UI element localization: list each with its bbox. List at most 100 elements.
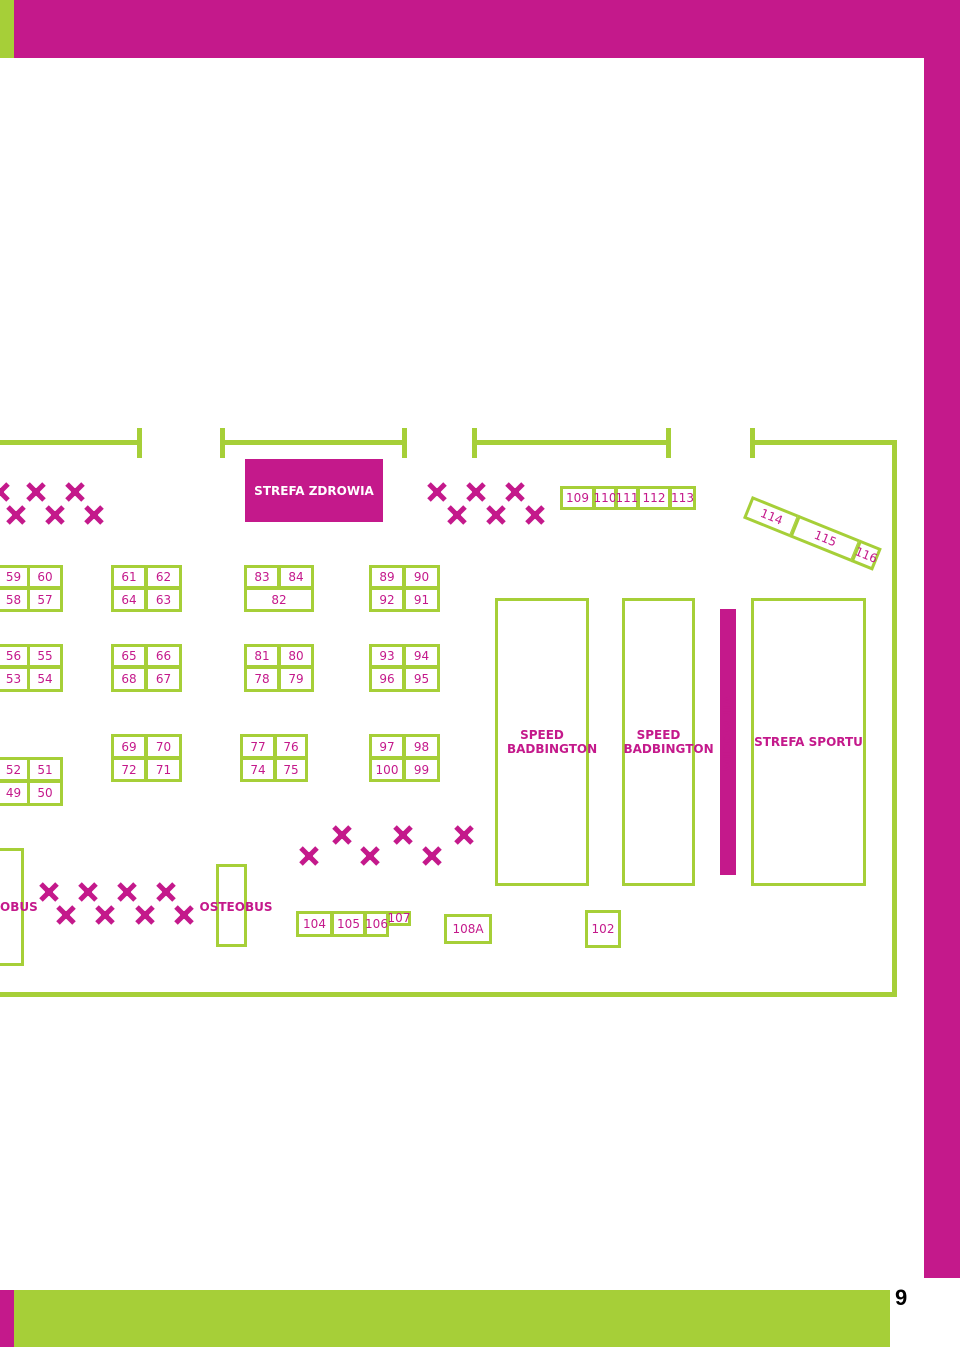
wall-top-1 xyxy=(0,440,140,445)
top-left-accent xyxy=(0,0,14,58)
table-cross-icon xyxy=(117,882,137,902)
booth-93[interactable]: 93 xyxy=(369,644,405,668)
booth-100[interactable]: 100 xyxy=(369,757,405,782)
bus-left-box[interactable] xyxy=(0,848,24,966)
booth-112[interactable]: 112 xyxy=(637,486,671,510)
table-cross-center xyxy=(162,888,170,896)
table-cross-center xyxy=(71,488,79,496)
booth-94[interactable]: 94 xyxy=(403,644,440,668)
table-cross-icon xyxy=(56,905,76,925)
booth-50[interactable]: 50 xyxy=(27,780,63,806)
page-number: 9 xyxy=(895,1285,908,1310)
table-cross-icon xyxy=(45,505,65,525)
table-cross-icon xyxy=(447,505,467,525)
table-cross-icon xyxy=(78,882,98,902)
table-cross-icon xyxy=(486,505,506,525)
wall-right xyxy=(892,440,897,997)
booth-91[interactable]: 91 xyxy=(403,587,440,612)
table-cross-icon xyxy=(26,482,46,502)
table-cross-icon xyxy=(422,846,442,866)
table-cross-center xyxy=(492,511,500,519)
table-cross-center xyxy=(62,911,70,919)
strefa-sportu-label: STREFA SPORTU xyxy=(754,735,863,749)
table-cross-center xyxy=(428,852,436,860)
table-cross-icon xyxy=(466,482,486,502)
speed-badbington-label-2: SPEED BADBINGTON xyxy=(623,728,714,756)
booth-63[interactable]: 63 xyxy=(145,587,182,612)
speed-badbington-label-1: SPEED BADBINGTON xyxy=(507,728,598,756)
strefa-zdrowia-label: STREFA ZDROWIA xyxy=(254,483,374,498)
booth-78[interactable]: 78 xyxy=(244,666,280,692)
booth-72[interactable]: 72 xyxy=(111,757,147,782)
booth-99[interactable]: 99 xyxy=(403,757,440,782)
table-cross-icon xyxy=(6,505,26,525)
right-border xyxy=(924,58,960,1278)
booth-62[interactable]: 62 xyxy=(145,565,182,589)
table-cross-center xyxy=(305,852,313,860)
booth-107[interactable]: 107 xyxy=(387,911,411,926)
wall-bottom xyxy=(0,992,897,997)
booth-75[interactable]: 75 xyxy=(274,757,308,782)
table-cross-icon xyxy=(135,905,155,925)
bus-left-label: OBUS xyxy=(0,900,38,914)
wall-top-2 xyxy=(220,440,405,445)
table-cross-center xyxy=(12,511,20,519)
table-cross-center xyxy=(460,831,468,839)
strefa-sportu-zone[interactable]: STREFA SPORTU xyxy=(751,598,866,886)
table-cross-icon xyxy=(299,846,319,866)
table-cross-center xyxy=(141,911,149,919)
osteobus-box[interactable] xyxy=(216,864,247,947)
strefa-zdrowia-zone[interactable]: STREFA ZDROWIA xyxy=(245,459,383,522)
booth-49[interactable]: 49 xyxy=(0,780,30,806)
table-cross-icon xyxy=(505,482,525,502)
table-cross-center xyxy=(180,911,188,919)
wall-top-3 xyxy=(472,440,670,445)
table-cross-stroke xyxy=(0,488,10,502)
table-cross-center xyxy=(45,888,53,896)
table-cross-center xyxy=(90,511,98,519)
table-cross-icon xyxy=(84,505,104,525)
bottom-border xyxy=(14,1290,890,1347)
booth-53[interactable]: 53 xyxy=(0,666,30,692)
table-cross-center xyxy=(101,911,109,919)
table-cross-stroke xyxy=(0,482,10,496)
table-cross-center xyxy=(433,488,441,496)
booth-67[interactable]: 67 xyxy=(145,666,182,692)
booth-82[interactable]: 82 xyxy=(244,587,314,612)
table-cross-icon xyxy=(39,882,59,902)
table-cross-icon xyxy=(332,825,352,845)
table-cross-center xyxy=(399,831,407,839)
bottom-left-accent xyxy=(0,1290,14,1347)
wall-top-4 xyxy=(750,440,896,445)
table-cross-center xyxy=(472,488,480,496)
booth-108A[interactable]: 108A xyxy=(444,914,492,944)
booth-79[interactable]: 79 xyxy=(278,666,314,692)
booth-57[interactable]: 57 xyxy=(27,587,63,612)
table-cross-center xyxy=(453,511,461,519)
table-cross-center xyxy=(32,488,40,496)
table-cross-center xyxy=(338,831,346,839)
booth-71[interactable]: 71 xyxy=(145,757,182,782)
table-cross-center xyxy=(366,852,374,860)
table-cross-icon xyxy=(174,905,194,925)
booth-68[interactable]: 68 xyxy=(111,666,147,692)
table-cross-center xyxy=(531,511,539,519)
speed-badbington-court-1[interactable]: SPEED BADBINGTON xyxy=(495,598,598,886)
osteobus-label: OSTEOBUS xyxy=(199,900,273,914)
table-cross-icon xyxy=(525,505,545,525)
booth-54[interactable]: 54 xyxy=(27,666,63,692)
booth-64[interactable]: 64 xyxy=(111,587,147,612)
booth-95[interactable]: 95 xyxy=(403,666,440,692)
booth-113[interactable]: 113 xyxy=(669,486,696,510)
booth-109[interactable]: 109 xyxy=(560,486,595,510)
table-cross-icon xyxy=(393,825,413,845)
wall-post-1 xyxy=(137,428,142,458)
speed-badbington-court-2[interactable]: SPEED BADBINGTON xyxy=(622,598,714,886)
widownia-stand[interactable] xyxy=(720,609,736,875)
table-cross-center xyxy=(0,488,4,496)
booth-76[interactable]: 76 xyxy=(274,734,308,759)
booth-102[interactable]: 102 xyxy=(585,910,621,948)
booth-97[interactable]: 97 xyxy=(369,734,405,759)
table-cross-center xyxy=(84,888,92,896)
